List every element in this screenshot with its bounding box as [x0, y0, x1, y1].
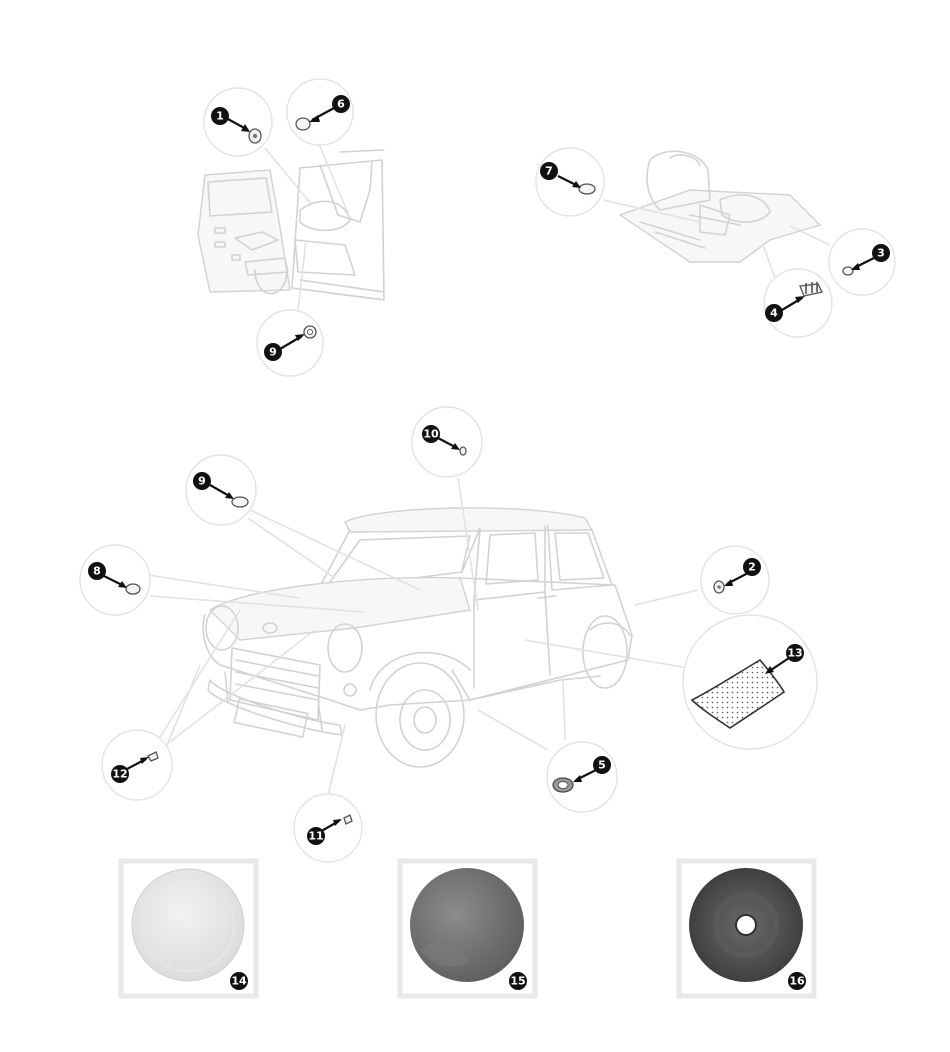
callout-9-door[interactable]: 9	[256, 309, 324, 377]
callout-1[interactable]: 1	[203, 87, 273, 157]
callout-number: 10	[423, 428, 439, 441]
callout-9-car[interactable]: 9	[185, 454, 257, 526]
mini-car-view	[202, 507, 633, 768]
photo-number: 16	[789, 975, 805, 988]
photo-number: 14	[231, 975, 247, 988]
callout-8[interactable]: 8	[79, 544, 151, 616]
door-interior-view	[197, 149, 385, 301]
callout-3[interactable]: 3	[828, 228, 896, 296]
callout-number: 9	[269, 346, 277, 359]
floor-pan-view	[618, 150, 822, 263]
callout-number: 8	[93, 565, 101, 578]
photo-number: 15	[510, 975, 525, 988]
callout-number: 5	[598, 759, 606, 772]
callout-number: 12	[112, 768, 127, 781]
leader-lines	[147, 141, 831, 796]
photo-tile-14[interactable]: 14	[118, 858, 259, 999]
callout-number: 2	[748, 561, 756, 574]
callout-7[interactable]: 7	[535, 147, 605, 217]
callout-4[interactable]: 4	[763, 268, 833, 338]
callout-number: 4	[770, 307, 778, 320]
callout-6[interactable]: 6	[286, 78, 354, 146]
callout-number: 7	[545, 165, 553, 178]
callout-11[interactable]: 11	[293, 793, 363, 863]
callout-number: 1	[216, 110, 224, 123]
callout-number: 13	[787, 647, 802, 660]
callout-number: 3	[877, 247, 885, 260]
callout-number: 9	[198, 475, 206, 488]
callout-5[interactable]: 5	[546, 741, 618, 813]
callout-2[interactable]: 2	[700, 545, 770, 615]
callout-10[interactable]: 10	[411, 406, 483, 478]
photo-tile-15[interactable]: 15	[397, 858, 538, 999]
callout-number: 6	[337, 98, 345, 111]
callout-number: 11	[308, 830, 323, 843]
callout-13[interactable]: 13	[682, 614, 818, 750]
photo-tile-16[interactable]: 16	[676, 858, 817, 999]
callout-12[interactable]: 12	[101, 729, 173, 801]
